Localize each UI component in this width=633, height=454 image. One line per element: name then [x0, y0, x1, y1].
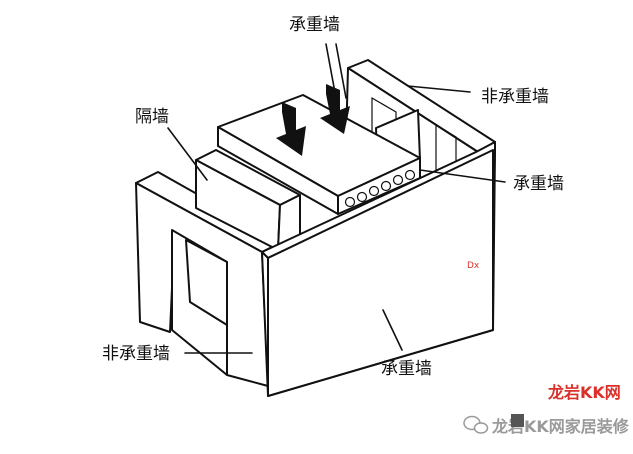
watermark-brand-top: 龙岩KK网 [547, 383, 621, 402]
label-right-bearing-wall: 承重墙 [513, 174, 564, 194]
wechat-icon [463, 415, 489, 434]
label-front-bearing-wall: 承重墙 [381, 359, 432, 379]
load-arrows [276, 43, 350, 156]
watermark: 龙岩KK网 龙岩KK网家居装修 [463, 383, 630, 436]
slab-holes [344, 169, 416, 208]
logo-mark-icon [511, 414, 524, 427]
watermark-brand: 龙岩KK网家居装修 [491, 417, 630, 436]
label-right-non-bearing-wall: 非承重墙 [481, 87, 549, 107]
arrow-down-icon [276, 102, 306, 156]
leader-lines [167, 85, 506, 354]
floor-slab [217, 94, 421, 215]
arrow-down-icon [320, 84, 350, 134]
label-partition: 隔墙 [135, 107, 169, 127]
label-top-bearing-wall: 承重墙 [289, 15, 340, 35]
small-mark: Dx [467, 261, 480, 271]
label-left-non-bearing-wall: 非承重墙 [102, 344, 170, 364]
front-wall [261, 141, 496, 397]
